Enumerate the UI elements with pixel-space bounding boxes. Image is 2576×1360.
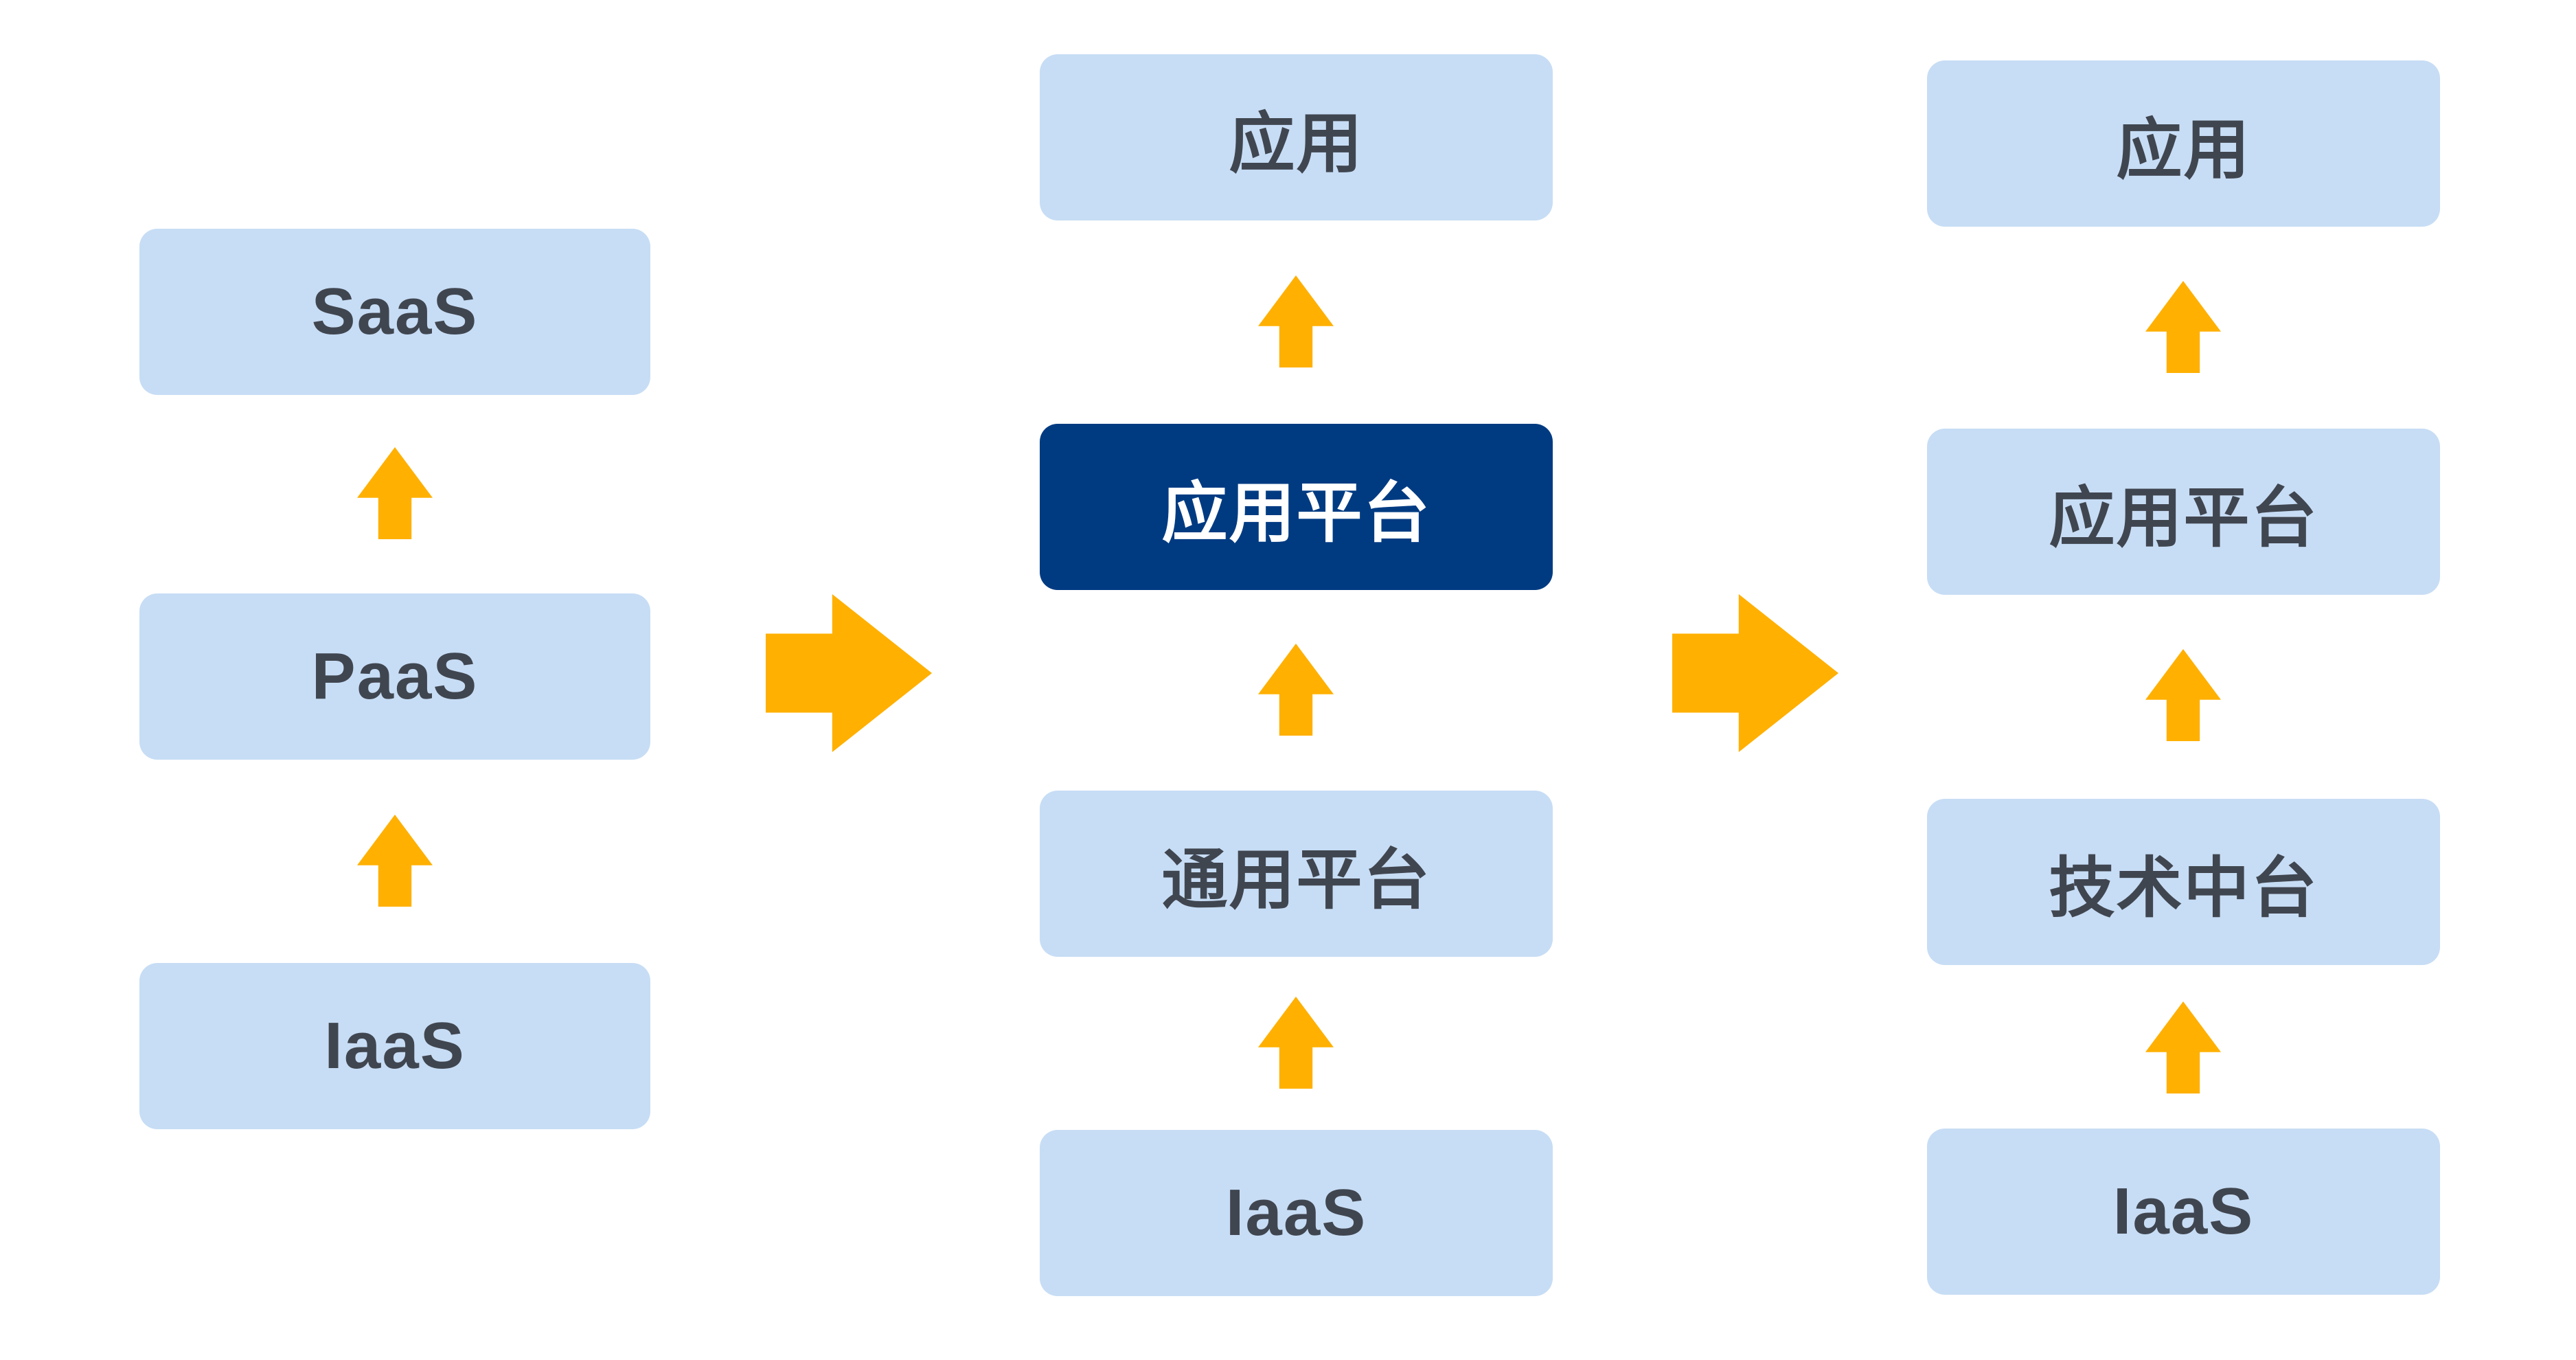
up-arrow-icon — [357, 815, 433, 907]
box-iaas-right: IaaS — [1927, 1129, 2440, 1295]
up-arrow-icon — [1258, 997, 1334, 1089]
box-app-mid: 应用 — [1040, 54, 1553, 220]
up-arrow-icon — [1258, 644, 1334, 736]
box-iaas-left: IaaS — [139, 963, 650, 1129]
box-app-platform-mid: 应用平台 — [1040, 424, 1553, 590]
right-arrow-icon — [1672, 594, 1838, 752]
box-paas: PaaS — [139, 593, 650, 760]
right-arrow-icon — [766, 594, 932, 752]
box-common-platform: 通用平台 — [1040, 791, 1553, 957]
box-saas: SaaS — [139, 229, 650, 395]
up-arrow-icon — [2145, 649, 2221, 741]
box-tech-middle-office: 技术中台 — [1927, 799, 2440, 965]
up-arrow-icon — [357, 447, 433, 539]
box-app-platform-right: 应用平台 — [1927, 429, 2440, 595]
up-arrow-icon — [2145, 1001, 2221, 1093]
up-arrow-icon — [1258, 275, 1334, 367]
box-app-right: 应用 — [1927, 60, 2440, 227]
box-iaas-mid: IaaS — [1040, 1130, 1553, 1296]
up-arrow-icon — [2145, 281, 2221, 373]
